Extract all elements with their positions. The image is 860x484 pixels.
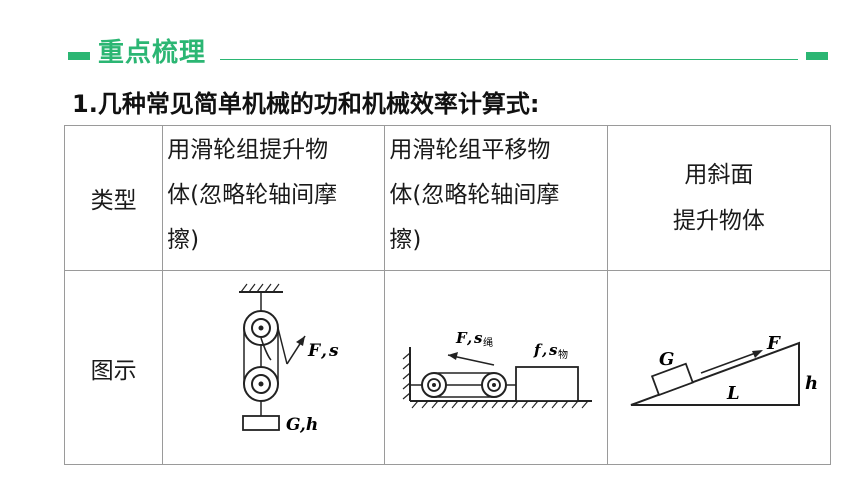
svg-text:,: , <box>320 341 327 361</box>
cell-line: 用滑轮组平移物 <box>389 137 551 163</box>
section-header: 重点梳理 <box>68 30 828 70</box>
force-label: F <box>455 329 468 347</box>
svg-text:,: , <box>466 329 472 347</box>
rope-subscript: 绳 <box>483 336 493 349</box>
cell-figure-b: F , s 绳 f , s 物 <box>384 270 608 465</box>
object-distance-label: s <box>549 341 558 359</box>
svg-text:,: , <box>541 341 547 359</box>
distance-label: s <box>328 341 339 361</box>
cell-incline: 用斜面 提升物体 <box>606 125 832 271</box>
cell-pulley-lift: 用滑轮组提升物 体(忽略轮轴间摩 擦) <box>162 125 386 271</box>
force-label: F <box>307 341 322 361</box>
cell-line: 擦) <box>389 227 422 253</box>
cell-line: 擦) <box>167 227 200 253</box>
friction-label: f <box>533 341 543 359</box>
section-title: 重点梳理 <box>98 38 207 68</box>
force-label: F <box>766 333 781 354</box>
object-subscript: 物 <box>558 348 568 361</box>
table-row-figures: 图示 <box>63 270 832 465</box>
cell-figure-c: G F L h <box>606 270 832 465</box>
cell-line: 用滑轮组提升物 <box>167 137 329 163</box>
cell-line: 用斜面 <box>684 162 754 188</box>
length-label: L <box>726 383 740 404</box>
weight-label: G,h <box>286 415 318 435</box>
machines-table: 类型 用滑轮组提升物 体(忽略轮轴间摩 擦) 用滑轮组平移物 体(忽略轮轴间摩 … <box>63 125 832 465</box>
table-row-header: 类型 用滑轮组提升物 体(忽略轮轴间摩 擦) 用滑轮组平移物 体(忽略轮轴间摩 … <box>63 125 832 271</box>
height-label: h <box>805 373 818 394</box>
cell-type-label: 类型 <box>63 125 164 271</box>
header-rule <box>220 59 798 60</box>
subtitle: 1.几种常见简单机械的功和机械效率计算式: <box>72 90 540 118</box>
distance-label: s <box>474 329 483 347</box>
weight-label: G <box>659 349 674 370</box>
pulley-lift-diagram: F , s G,h <box>238 283 339 435</box>
cell-figure-a: F , s G,h <box>162 270 386 465</box>
cell-pulley-horizontal: 用滑轮组平移物 体(忽略轮轴间摩 擦) <box>384 125 608 271</box>
header-mark-left <box>68 52 90 60</box>
cell-line: 体(忽略轮轴间摩 <box>389 182 560 208</box>
cell-figure-label: 图示 <box>63 270 164 465</box>
pulley-horizontal-diagram: F , s 绳 f , s 物 <box>402 329 593 408</box>
cell-line: 提升物体 <box>672 208 765 234</box>
header-mark-right <box>806 52 828 60</box>
cell-line: 体(忽略轮轴间摩 <box>167 182 338 208</box>
incline-diagram: G F L h <box>630 333 818 406</box>
